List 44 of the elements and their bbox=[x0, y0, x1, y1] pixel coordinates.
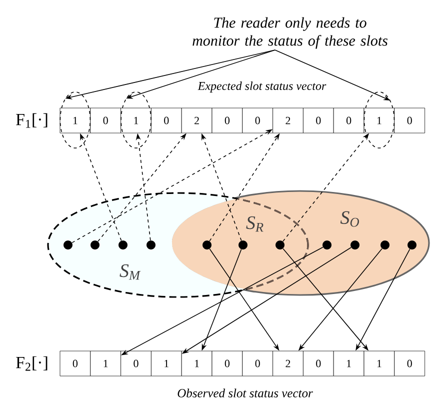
vector-name: F$_{2}$[·] bbox=[16, 356, 48, 371]
slot-cell: 1 bbox=[364, 108, 395, 134]
tag-dot bbox=[118, 240, 128, 250]
slot-cell: 0 bbox=[242, 350, 273, 376]
slot-cell: 1 bbox=[181, 350, 212, 376]
slot-cell: 0 bbox=[394, 108, 425, 134]
set-label: S$_{R}$ bbox=[246, 216, 264, 232]
tag-dot bbox=[146, 240, 156, 250]
dashed-circle bbox=[120, 92, 152, 148]
slot-cell: 0 bbox=[303, 108, 334, 134]
dashed-circle bbox=[364, 92, 395, 148]
slot-cell: 2 bbox=[272, 350, 304, 376]
tag-dot bbox=[380, 240, 390, 250]
slot-cell: 2 bbox=[272, 108, 304, 134]
dashed-circle bbox=[60, 92, 91, 148]
slot-cell: 0 bbox=[212, 350, 243, 376]
vector-name: F$_{1}$[·] bbox=[16, 113, 48, 128]
tag-dot bbox=[90, 240, 100, 250]
slot-cell: 0 bbox=[151, 108, 182, 134]
tag-dot bbox=[276, 240, 284, 250]
slot-cell: 0 bbox=[212, 108, 243, 134]
tag-dot bbox=[202, 240, 212, 250]
slot-cell: 0 bbox=[120, 350, 152, 376]
slot-cell: 1 bbox=[364, 350, 395, 376]
slot-cell: 1 bbox=[333, 350, 364, 376]
caption-text: Observed slot status vector bbox=[178, 388, 313, 398]
tag-dot bbox=[408, 240, 416, 250]
slot-cell: 0 bbox=[394, 350, 425, 376]
slot-cell: 0 bbox=[242, 108, 273, 134]
slot-cell: 0 bbox=[60, 350, 91, 376]
slot-cell: 1 bbox=[120, 108, 152, 134]
slot-cell: 1 bbox=[60, 108, 91, 134]
tag-dot bbox=[64, 240, 72, 250]
slot-cell: 0 bbox=[303, 350, 334, 376]
slot-cell: 0 bbox=[333, 108, 364, 134]
tag-dot bbox=[350, 240, 360, 250]
slot-cell: 1 bbox=[151, 350, 182, 376]
label-text: Expected slot status vector bbox=[198, 82, 326, 92]
slot-cell: 1 bbox=[90, 350, 121, 376]
tag-dot bbox=[238, 240, 248, 250]
tag-dot bbox=[322, 240, 332, 250]
slot-cell: 0 bbox=[90, 108, 121, 134]
slot-cell: 2 bbox=[181, 108, 212, 134]
annotation-text: The reader only needs to monitor the status of these slots bbox=[192, 17, 388, 49]
